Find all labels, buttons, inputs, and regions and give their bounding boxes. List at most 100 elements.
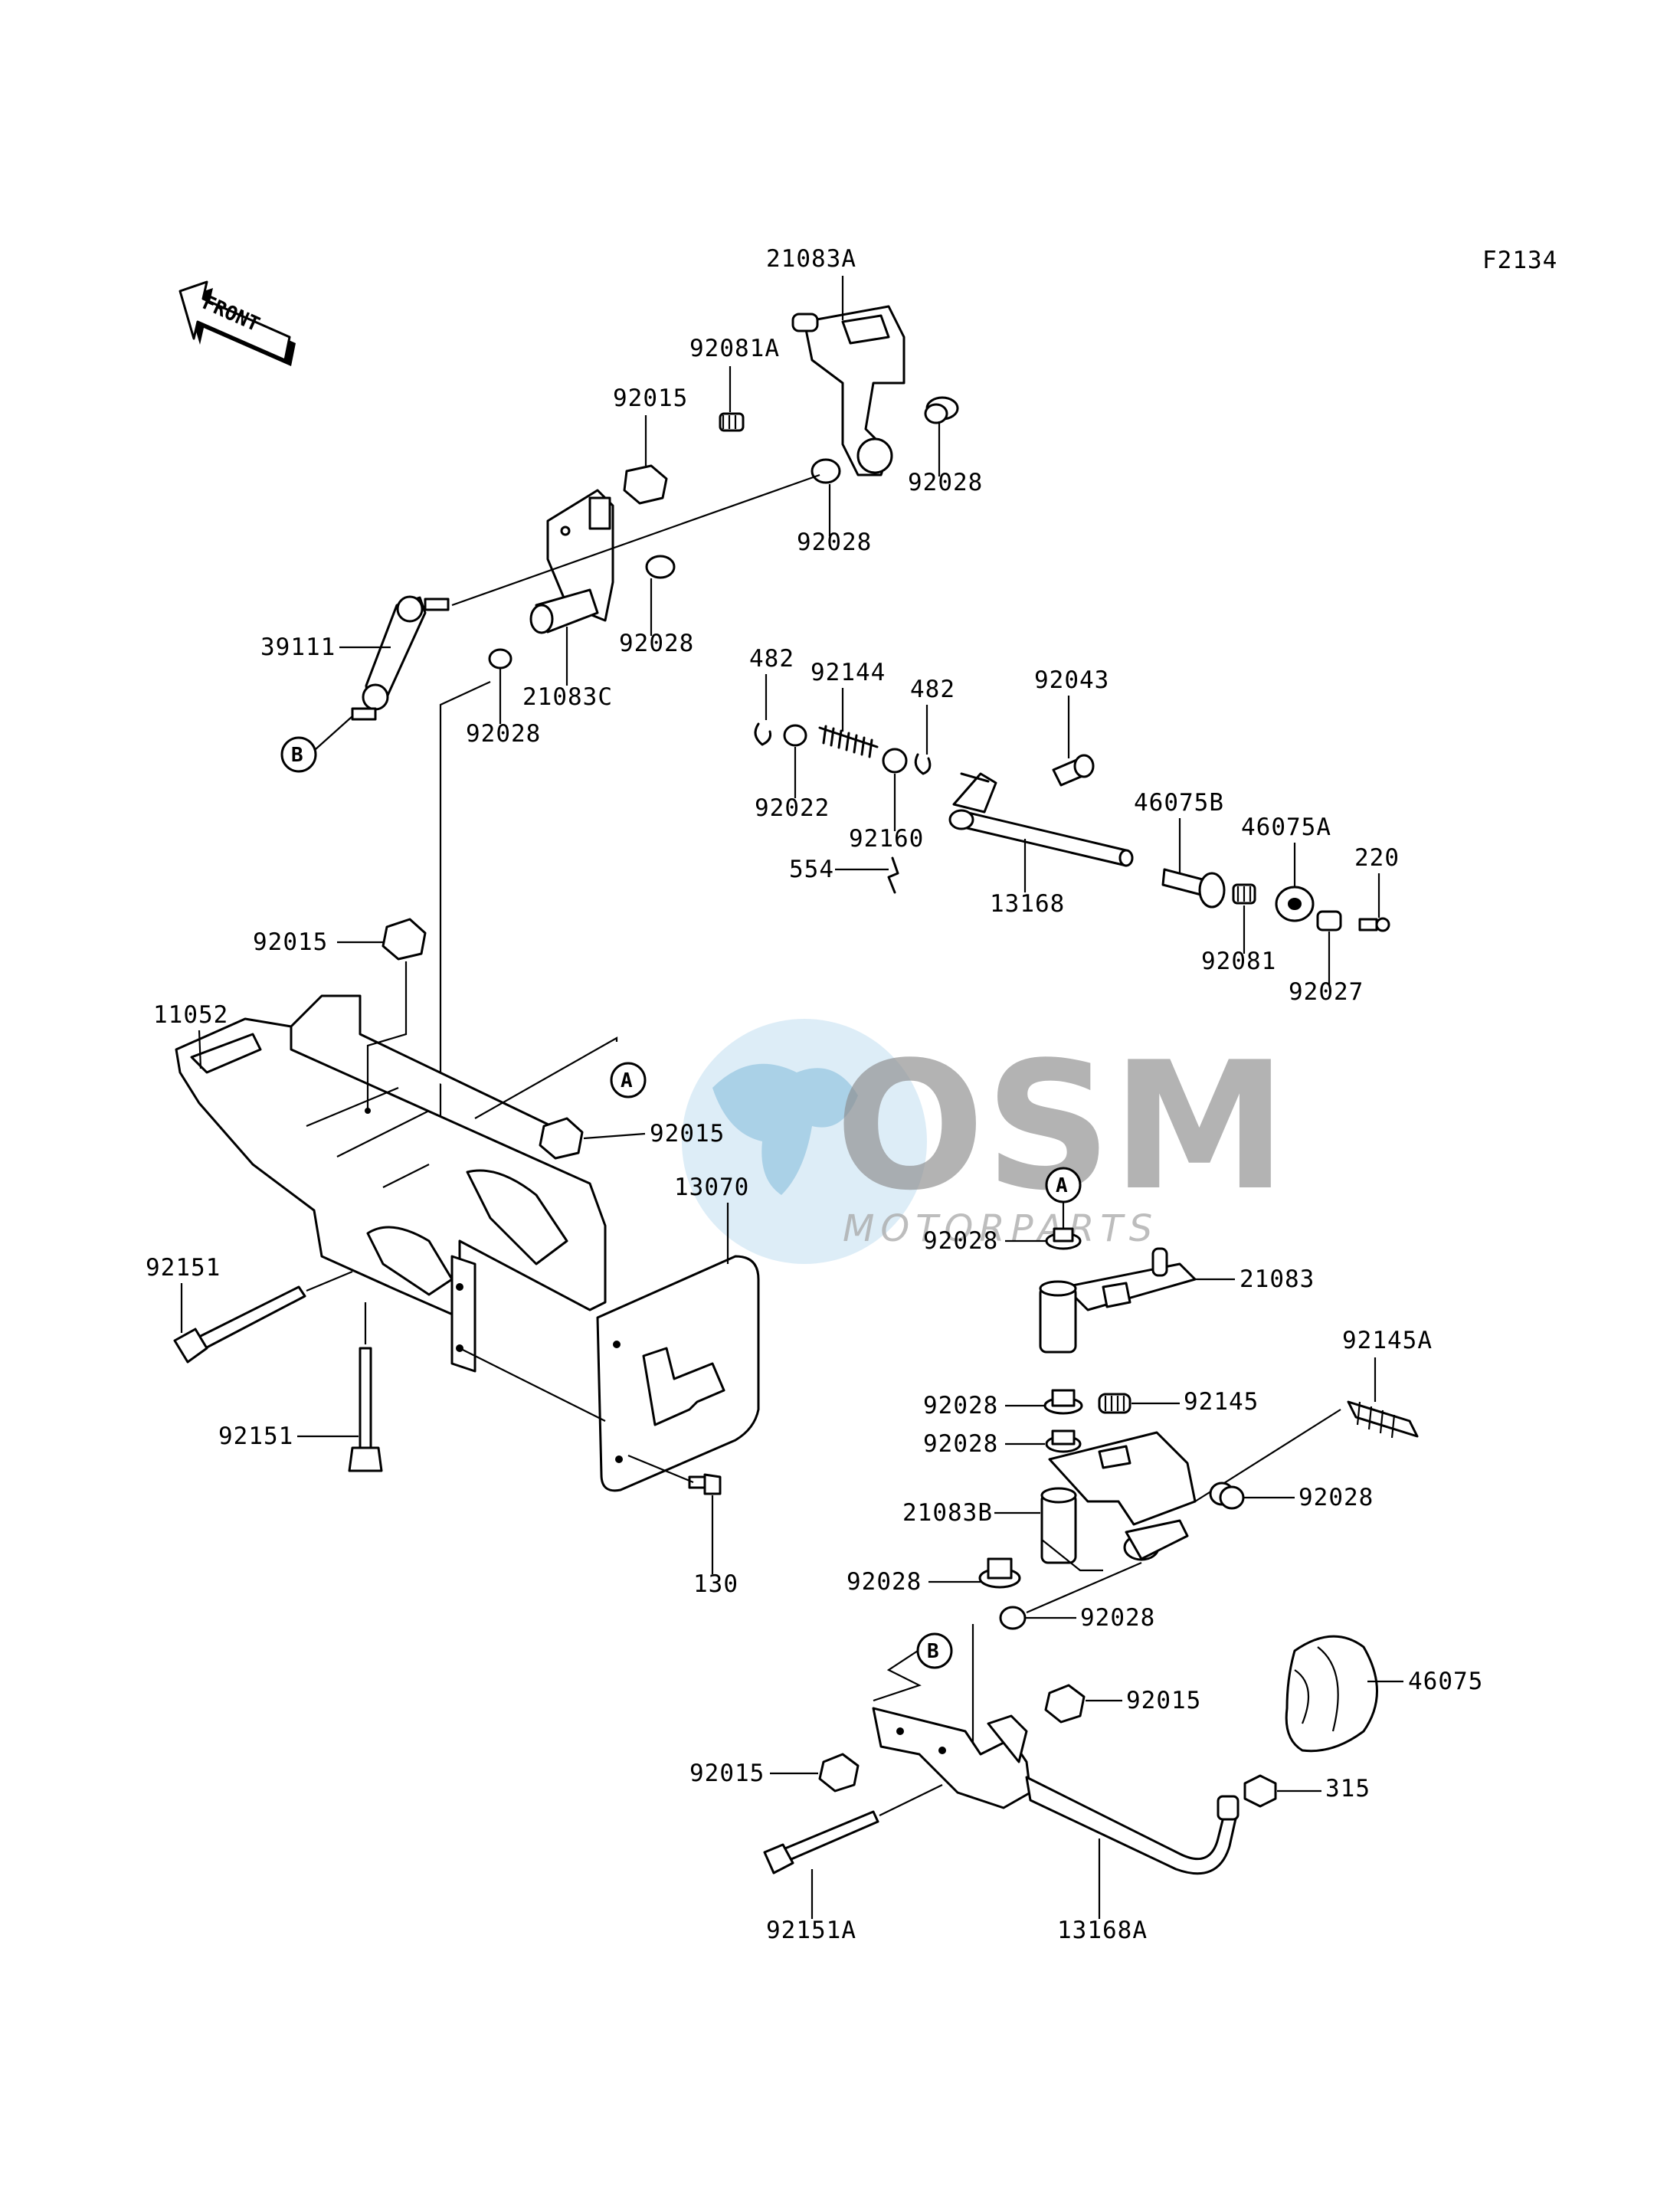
label-13070: 13070 (674, 1174, 749, 1201)
label-130: 130 (693, 1570, 738, 1598)
label-92081A: 92081A (689, 335, 780, 362)
label-92028-a5: 92028 (847, 1568, 922, 1596)
part-92028-r1 (924, 396, 959, 424)
part-92028-a1 (1045, 1227, 1082, 1250)
label-92028-a2: 92028 (923, 1392, 998, 1419)
watermark-sub: MOTORPARTS (843, 1207, 1158, 1250)
label-92028-r2: 92028 (797, 529, 872, 556)
ref-marker-b-low: B (873, 1624, 974, 1747)
part-21083A (791, 305, 905, 476)
label-92027: 92027 (1289, 978, 1364, 1006)
label-92144: 92144 (811, 659, 886, 686)
part-21083C (529, 588, 599, 634)
part-554 (887, 856, 899, 894)
label-92015-lo1: 92015 (1126, 1687, 1201, 1714)
label-46075B: 46075B (1134, 789, 1224, 817)
callouts: 21083A 92081A 92015 92028 92028 92028 39… (146, 245, 1483, 1944)
part-92081 (1232, 883, 1256, 905)
label-92015-top: 92015 (613, 385, 688, 412)
part-92015-lo1 (1044, 1684, 1086, 1724)
label-39111: 39111 (260, 634, 336, 661)
figure-code: F2134 (1482, 247, 1557, 274)
svg-text:A: A (1056, 1174, 1068, 1197)
part-92027 (1316, 910, 1342, 932)
label-92028-a3: 92028 (923, 1430, 998, 1458)
label-92015-mid: 92015 (253, 928, 328, 956)
label-46075: 46075 (1408, 1668, 1483, 1695)
part-92151-a (173, 1270, 353, 1364)
label-92015-br: 92015 (650, 1120, 725, 1148)
label-46075A: 46075A (1241, 814, 1331, 841)
label-92022: 92022 (755, 794, 830, 822)
part-92015-mid (366, 918, 427, 1111)
svg-text:B: B (291, 744, 303, 767)
label-21083: 21083 (1240, 1265, 1315, 1293)
leader-92028-a6 (1026, 1561, 1142, 1614)
part-92028-r2 (811, 458, 841, 484)
label-220: 220 (1354, 844, 1400, 872)
part-92144 (818, 725, 879, 758)
part-482-a (754, 722, 771, 746)
part-92015-br (539, 1117, 584, 1160)
part-92028-c2 (488, 648, 513, 670)
label-554: 554 (789, 856, 834, 883)
label-92028-a4: 92028 (1298, 1484, 1374, 1511)
label-92028-c2: 92028 (466, 720, 541, 748)
ref-marker-a-top: A (474, 1036, 647, 1119)
part-92160 (882, 748, 908, 774)
part-46075 (1285, 1635, 1378, 1753)
label-21083A: 21083A (766, 245, 856, 273)
part-pivot-bracket (546, 489, 614, 622)
part-92028-c1 (645, 555, 676, 579)
part-39111 (351, 595, 450, 721)
label-92081: 92081 (1201, 948, 1276, 975)
part-92043 (1052, 754, 1095, 787)
label-13168: 13168 (990, 890, 1065, 918)
label-92145A: 92145A (1342, 1327, 1433, 1354)
label-92160: 92160 (849, 825, 924, 853)
part-21083 (1039, 1247, 1197, 1354)
label-13168A: 13168A (1057, 1917, 1148, 1944)
label-92043: 92043 (1034, 666, 1109, 694)
part-315 (1243, 1774, 1277, 1808)
part-92145 (1098, 1393, 1131, 1414)
part-92145A (1347, 1400, 1419, 1439)
label-92151A: 92151A (766, 1917, 856, 1944)
label-92028-a6: 92028 (1080, 1604, 1155, 1632)
part-130 (627, 1454, 722, 1495)
label-92145: 92145 (1184, 1388, 1259, 1416)
part-92028-a2 (1043, 1389, 1083, 1415)
label-21083C: 21083C (522, 683, 613, 711)
label-92015-lo2: 92015 (689, 1760, 765, 1787)
leader-bracket-to-plate (459, 1347, 606, 1422)
part-92151A (763, 1784, 943, 1874)
svg-text:A: A (621, 1069, 633, 1092)
front-arrow-icon: FRONT (178, 280, 296, 366)
ref-marker-a-low: A (1045, 1167, 1082, 1233)
part-92022 (783, 724, 807, 747)
part-46075B (1161, 868, 1226, 909)
part-92028-a5 (978, 1557, 1021, 1589)
label-92028-c1: 92028 (619, 630, 694, 657)
label-315: 315 (1325, 1775, 1371, 1802)
part-13070 (596, 1255, 760, 1492)
label-11052: 11052 (153, 1001, 228, 1029)
part-13168 (948, 772, 1134, 867)
leader-pivot-to-92028 (451, 473, 820, 607)
ref-marker-b-top: B (280, 715, 353, 773)
label-21083B: 21083B (902, 1499, 993, 1527)
leader-21083B-bottom (1041, 1539, 1103, 1572)
label-92028-a1: 92028 (923, 1227, 998, 1255)
label-482-b: 482 (910, 676, 955, 703)
part-92151-b (348, 1302, 383, 1472)
part-92028-a3 (1045, 1429, 1082, 1453)
part-92028-a4 (1209, 1482, 1245, 1510)
label-92151-a: 92151 (146, 1254, 221, 1282)
svg-text:B: B (927, 1640, 939, 1663)
part-92081A (719, 412, 745, 432)
part-92028-a6 (999, 1606, 1027, 1630)
label-482-a: 482 (749, 645, 794, 673)
part-11052 (175, 994, 607, 1373)
